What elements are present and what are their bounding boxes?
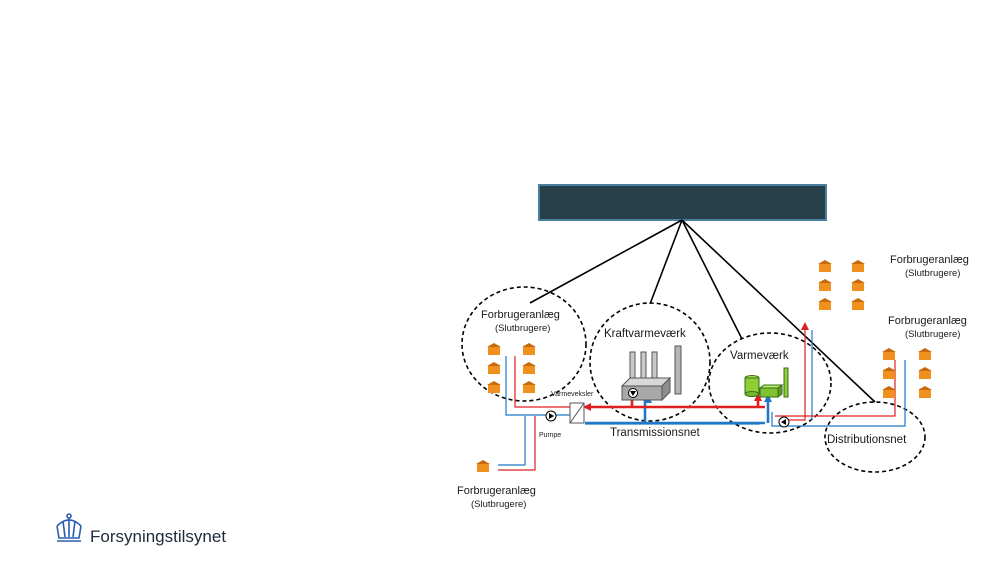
consumer-sublabel: (Slutbrugere) [471,499,526,510]
consumer-sublabel: (Slutbrugere) [905,329,960,340]
house-icon [918,348,932,360]
transmission-return-pipe [585,398,770,425]
house-icon [487,343,501,355]
consumer-sublabel: (Slutbrugere) [495,323,550,334]
header-box [538,184,827,221]
house-icon [882,386,896,398]
crown-logo-icon [56,513,82,542]
heating-plant-icon [744,367,789,398]
house-icon [882,348,896,360]
consumer-label: Forbrugeranlæg [890,254,969,266]
house-icon [851,260,865,272]
chp-factory-icon [620,345,682,402]
house-icon [818,298,832,310]
consumer-label: Forbrugeranlæg [481,309,560,321]
connector-lines [529,219,876,403]
houses-group [476,260,932,472]
supply-arrow-icon [583,403,591,411]
return-arrow-icon [764,394,772,402]
house-icon [918,386,932,398]
supply-arrow-icon [801,322,809,330]
distribution-ellipse [824,401,926,473]
chp-plant-label: Kraftvarmeværk [604,328,686,340]
consumer-label: Forbrugeranlæg [888,315,967,327]
pump-label: Pumpe [539,432,561,439]
transmission-label: Transmissionsnet [610,427,700,439]
heating-plant-ellipse [708,332,832,434]
consumer-sublabel: (Slutbrugere) [905,268,960,279]
supply-arrow-icon [754,393,762,401]
chp-plant-ellipse [589,302,711,422]
house-icon [487,381,501,393]
house-icon [818,279,832,291]
consumer-label: Forbrugeranlæg [457,485,536,497]
heat-exchanger-label: Varmeveksler [551,391,594,398]
house-icon [851,279,865,291]
house-icon [851,298,865,310]
pump-icon [778,416,790,428]
transmission-supply-pipe [585,396,765,409]
pump-icon [545,410,557,422]
heat-exchanger-icon [569,402,585,424]
house-icon [918,367,932,379]
consumer-group-ellipse [461,286,587,402]
house-icon [522,362,536,374]
house-icon [487,362,501,374]
house-icon [522,343,536,355]
house-icon [476,460,490,472]
house-icon [882,367,896,379]
heating-plant-label: Varmeværk [730,350,789,362]
house-icon [818,260,832,272]
brand-name: Forsyningstilsynet [90,527,227,546]
distribution-label: Distributionsnet [827,434,907,446]
house-icon [522,381,536,393]
